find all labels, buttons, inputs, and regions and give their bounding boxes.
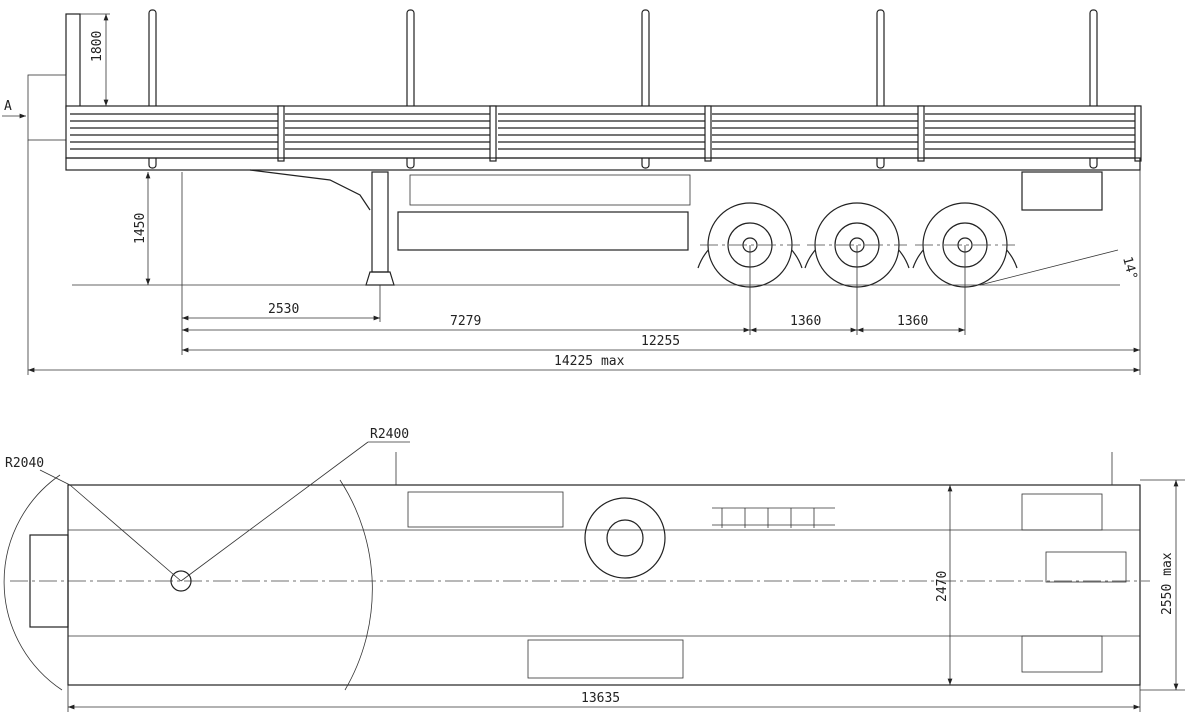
dim-headboard-height: 1800: [90, 31, 105, 62]
toolbox: [1021, 171, 1103, 211]
side-board-panel: [70, 105, 285, 162]
kingpin: [170, 570, 192, 592]
side-view: A 1800 1450 2530 7279 1360 1360 12255 14…: [2, 9, 1142, 375]
platform-outline: [67, 484, 1141, 686]
ladder: [712, 507, 835, 528]
side-board-panel: [498, 105, 712, 162]
dim-platform-length: 13635: [581, 691, 620, 706]
dim-overall-length: 14225 max: [554, 354, 625, 369]
side-board-panel: [285, 105, 497, 162]
landing-gear: [365, 171, 395, 286]
stakes: [148, 9, 1098, 169]
dim-overall-width: 2550 max: [1160, 552, 1175, 615]
side-board-panel: [712, 105, 925, 162]
chassis-frame: [65, 157, 1141, 171]
toolbox-top: [407, 491, 564, 528]
dim-inner-width: 2470: [935, 571, 950, 602]
side-guard: [397, 211, 689, 251]
dim-front-radius: R2040: [5, 456, 44, 471]
top-view: R2040 R2400 2470 2550 max 13635: [3, 427, 1185, 712]
headboard: [65, 13, 81, 110]
dim-deck-height: 1450: [133, 213, 148, 244]
axle-group: [697, 202, 1018, 288]
dim-first-axle: 7279: [450, 314, 481, 329]
dim-departure-angle: 14°: [1119, 255, 1140, 282]
gooseneck-line: [249, 169, 371, 211]
dim-kingpin-to-rear: 12255: [641, 334, 680, 349]
dim-landing-gear: 2530: [268, 302, 299, 317]
spare-wheel: [584, 497, 666, 579]
side-board-panel: [925, 105, 1142, 162]
dim-axle-spacing-2: 1360: [897, 314, 928, 329]
view-marker: A: [4, 99, 12, 114]
side-boards: [65, 105, 1142, 162]
front-lights-top: [29, 534, 69, 628]
front-lights: [27, 74, 67, 141]
dim-kingpin-radius: R2400: [370, 427, 409, 442]
dim-axle-spacing-1: 1360: [790, 314, 821, 329]
